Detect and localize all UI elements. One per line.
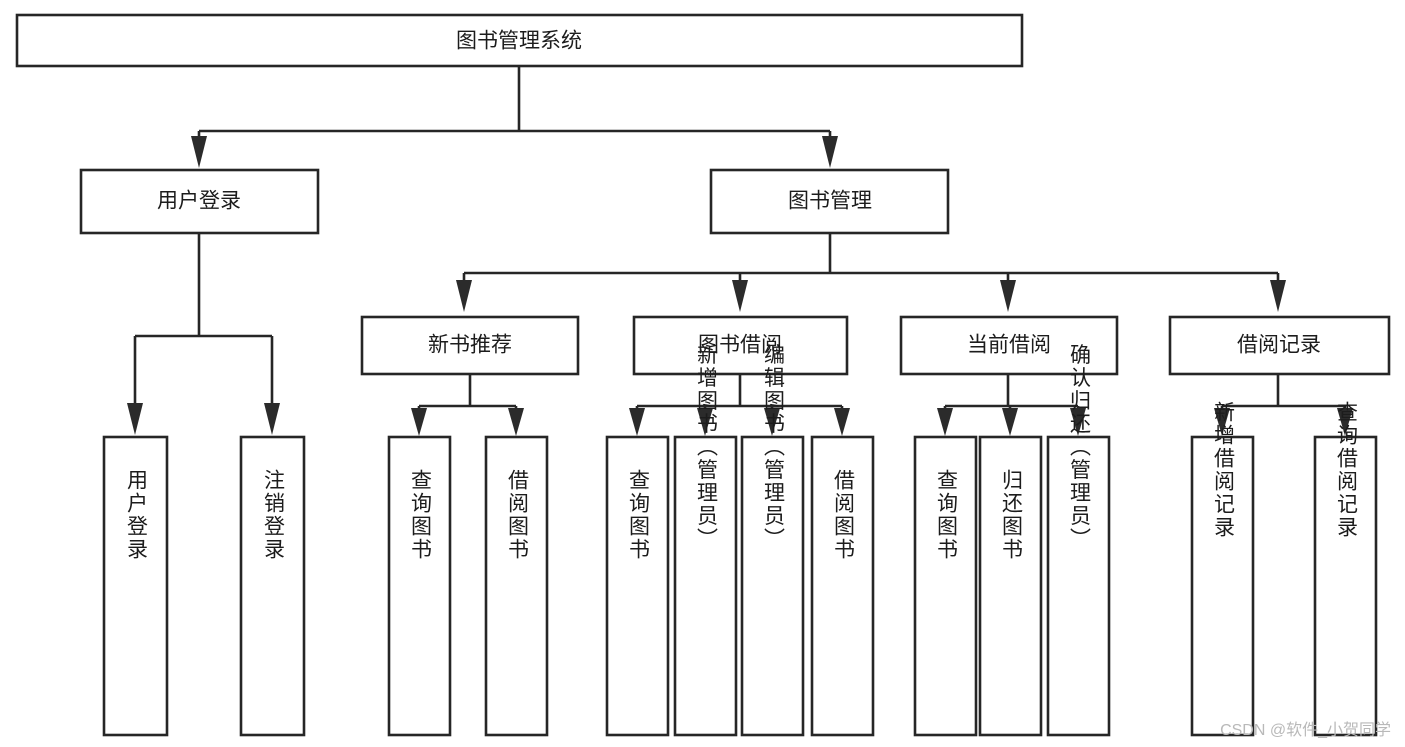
node-label-leaf-return-book: 归还图书 bbox=[1000, 469, 1024, 561]
node-label-leaf-confirm-return: 确认归还（管理员） bbox=[1068, 344, 1092, 551]
arrow-to-leaf-add-record bbox=[1214, 408, 1230, 436]
node-book-borrow[interactable]: 图书借阅 bbox=[632, 315, 849, 376]
node-label-leaf-edit-book: 编辑图书（管理员） bbox=[762, 344, 786, 551]
arrow-to-book-management bbox=[822, 136, 838, 168]
node-label-leaf-user-login: 用户登录 bbox=[125, 469, 149, 561]
connector-layer bbox=[127, 66, 1353, 436]
node-box-leaf-return-book[interactable] bbox=[978, 435, 1043, 737]
node-label-leaf-add-record: 新增借阅记录 bbox=[1212, 401, 1236, 539]
leaf-node-query-book-1[interactable]: 查询图书 bbox=[387, 435, 452, 737]
arrow-to-leaf-borrow-book-1 bbox=[508, 408, 524, 436]
arrow-to-leaf-query-record bbox=[1337, 408, 1353, 436]
arrow-to-leaf-user-login bbox=[127, 403, 143, 435]
arrow-to-leaf-return-book bbox=[1002, 408, 1018, 436]
node-new-book-recommend[interactable]: 新书推荐 bbox=[360, 315, 580, 376]
node-box-leaf-borrow-book-2[interactable] bbox=[810, 435, 875, 737]
arrow-to-leaf-edit-book bbox=[764, 408, 780, 436]
node-box-leaf-query-book-3[interactable] bbox=[913, 435, 978, 737]
node-borrow-record[interactable]: 借阅记录 bbox=[1168, 315, 1391, 376]
node-box-new-book-recommend[interactable] bbox=[360, 315, 580, 376]
node-label-leaf-logout-login: 注销登录 bbox=[262, 469, 286, 561]
leaf-node-confirm-return[interactable]: 确认归还（管理员） bbox=[1046, 344, 1111, 737]
leaf-node-query-book-2[interactable]: 查询图书 bbox=[605, 435, 670, 737]
leaf-node-return-book[interactable]: 归还图书 bbox=[978, 435, 1043, 737]
node-box-leaf-query-record[interactable] bbox=[1313, 435, 1378, 737]
node-label-leaf-query-book-1: 查询图书 bbox=[409, 469, 433, 561]
leaf-node-query-book-3[interactable]: 查询图书 bbox=[913, 435, 978, 737]
arrow-to-leaf-add-book bbox=[697, 408, 713, 436]
leaf-node-borrow-book-2[interactable]: 借阅图书 bbox=[810, 435, 875, 737]
node-box-leaf-logout-login[interactable] bbox=[239, 435, 306, 737]
node-label-leaf-borrow-book-1: 借阅图书 bbox=[506, 469, 530, 561]
arrow-to-new-book-recommend bbox=[456, 280, 472, 312]
node-box-leaf-confirm-return[interactable] bbox=[1046, 435, 1111, 737]
leaf-node-edit-book[interactable]: 编辑图书（管理员） bbox=[740, 344, 805, 737]
node-label-leaf-query-book-2: 查询图书 bbox=[627, 469, 651, 561]
node-label-leaf-query-record: 查询借阅记录 bbox=[1335, 401, 1359, 539]
node-box-leaf-query-book-1[interactable] bbox=[387, 435, 452, 737]
node-label-current-borrow: 当前借阅 bbox=[967, 334, 1051, 357]
node-user-login[interactable]: 用户登录 bbox=[79, 168, 320, 235]
leaf-node-query-record[interactable]: 查询借阅记录 bbox=[1313, 401, 1378, 737]
node-box-book-management[interactable] bbox=[709, 168, 950, 235]
node-current-borrow[interactable]: 当前借阅 bbox=[899, 315, 1119, 376]
node-box-user-login[interactable] bbox=[79, 168, 320, 235]
arrow-to-current-borrow bbox=[1000, 280, 1016, 312]
node-label-title-system: 图书管理系统 bbox=[456, 30, 582, 53]
leaf-node-user-login[interactable]: 用户登录 bbox=[102, 435, 169, 737]
node-label-new-book-recommend: 新书推荐 bbox=[428, 334, 512, 357]
arrow-to-leaf-query-book-2 bbox=[629, 408, 645, 436]
node-box-leaf-user-login[interactable] bbox=[102, 435, 169, 737]
arrow-to-user-login bbox=[191, 136, 207, 168]
node-box-leaf-borrow-book-1[interactable] bbox=[484, 435, 549, 737]
node-box-current-borrow[interactable] bbox=[899, 315, 1119, 376]
leaf-node-logout-login[interactable]: 注销登录 bbox=[239, 435, 306, 737]
arrow-to-leaf-query-book-1 bbox=[411, 408, 427, 436]
node-label-leaf-query-book-3: 查询图书 bbox=[935, 469, 959, 561]
arrow-to-leaf-logout-login bbox=[264, 403, 280, 435]
node-box-leaf-query-book-2[interactable] bbox=[605, 435, 670, 737]
node-label-book-borrow: 图书借阅 bbox=[698, 334, 782, 357]
node-book-management[interactable]: 图书管理 bbox=[709, 168, 950, 235]
node-label-leaf-add-book: 新增图书（管理员） bbox=[695, 344, 719, 551]
leaf-node-borrow-book-1[interactable]: 借阅图书 bbox=[484, 435, 549, 737]
leaf-node-add-record[interactable]: 新增借阅记录 bbox=[1190, 401, 1255, 737]
node-box-leaf-edit-book[interactable] bbox=[740, 435, 805, 737]
arrow-to-leaf-confirm-return bbox=[1070, 408, 1086, 436]
node-title-system[interactable]: 图书管理系统 bbox=[15, 13, 1024, 68]
node-label-user-login: 用户登录 bbox=[157, 190, 241, 213]
node-label-borrow-record: 借阅记录 bbox=[1237, 334, 1321, 357]
node-box-title-system[interactable] bbox=[15, 13, 1024, 68]
node-label-leaf-borrow-book-2: 借阅图书 bbox=[832, 469, 856, 561]
node-box-leaf-add-record[interactable] bbox=[1190, 435, 1255, 737]
arrow-to-leaf-borrow-book-2 bbox=[834, 408, 850, 436]
leaf-node-add-book[interactable]: 新增图书（管理员） bbox=[673, 344, 738, 737]
node-box-book-borrow[interactable] bbox=[632, 315, 849, 376]
arrow-to-borrow-record bbox=[1270, 280, 1286, 312]
node-box-leaf-add-book[interactable] bbox=[673, 435, 738, 737]
node-box-borrow-record[interactable] bbox=[1168, 315, 1391, 376]
arrow-to-book-borrow bbox=[732, 280, 748, 312]
node-label-book-management: 图书管理 bbox=[788, 190, 872, 213]
arrow-to-leaf-query-book-3 bbox=[937, 408, 953, 436]
